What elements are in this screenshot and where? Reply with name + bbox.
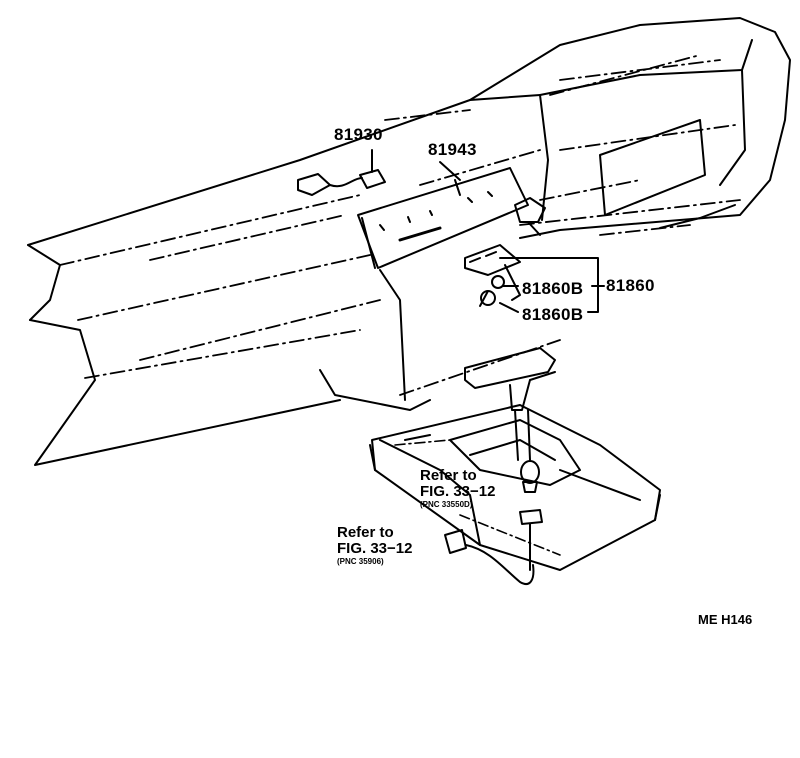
bracket-81860 — [499, 257, 605, 313]
console-bulb — [519, 460, 543, 571]
part-label-81860B-bottom: 81860B — [522, 305, 584, 324]
shift-knob — [464, 347, 556, 461]
reference-note-lower: Refer to FIG. 33−12 (PNC 35906) — [337, 524, 413, 567]
indicator-plate — [357, 119, 706, 269]
part-label-81860B-top: 81860B — [522, 279, 584, 298]
switch-81930 — [297, 149, 386, 196]
reference-line1: Refer to — [420, 467, 477, 484]
part-label-81930: 81930 — [334, 125, 383, 144]
drawing-code: ME H146 — [698, 612, 753, 627]
shift-console — [369, 404, 661, 571]
reference-line2: FIG. 33−12 — [337, 540, 413, 557]
lower-harness — [444, 529, 535, 585]
leader-81943 — [439, 161, 461, 181]
reference-pnc: (PNC 33550D) — [420, 500, 473, 509]
dashboard-dashdot — [59, 54, 741, 396]
part-label-81943: 81943 — [428, 140, 477, 159]
reference-pnc: (PNC 35906) — [337, 557, 384, 566]
right-connector — [514, 197, 546, 236]
reference-line2: FIG. 33−12 — [420, 483, 496, 500]
dashboard-outline — [27, 17, 791, 466]
part-label-81860: 81860 — [606, 276, 655, 295]
console-dashdot — [394, 439, 561, 556]
reference-note-upper: Refer to FIG. 33−12 (PNC 33550D) — [420, 467, 496, 510]
bulb-socket-81860B — [464, 244, 521, 307]
reference-line1: Refer to — [337, 524, 394, 541]
